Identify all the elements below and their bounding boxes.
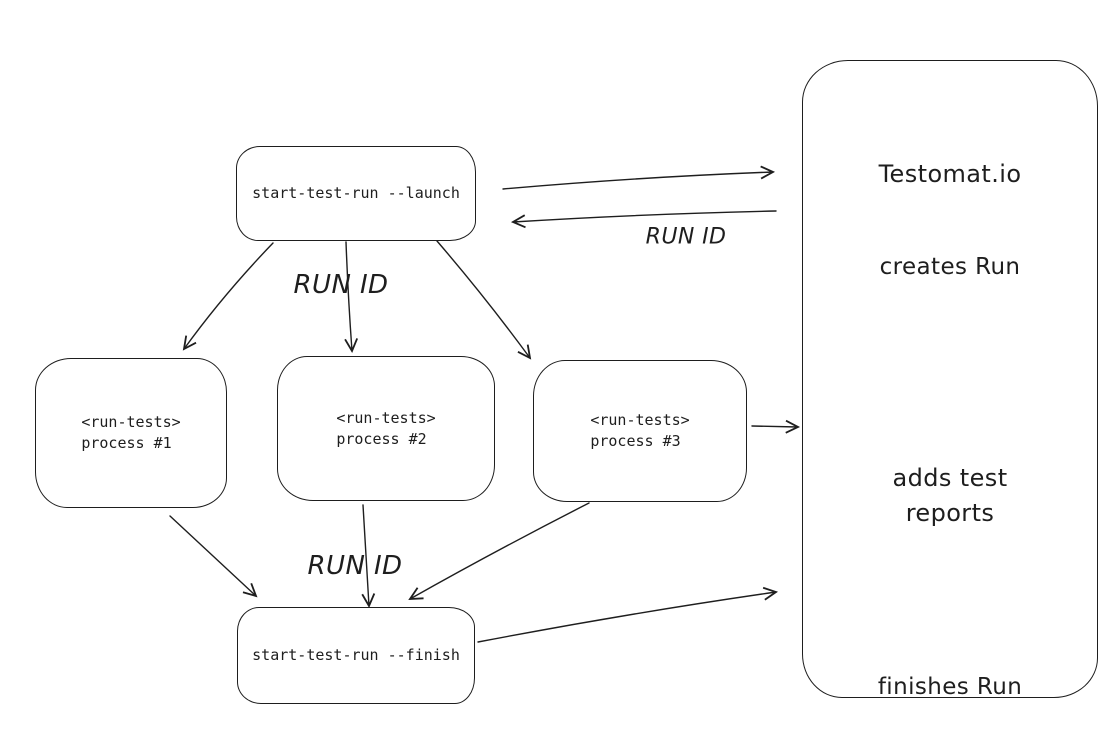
arrow-launch-to-process1 <box>182 242 274 351</box>
finish-label: start-test-run --finish <box>252 646 460 664</box>
process-2-line-1: <run-tests> <box>336 408 436 427</box>
testomat-step-creates-run: creates Run <box>879 254 1021 280</box>
arrow-launch-to-testomat <box>502 165 776 190</box>
run-id-label-fanout: RUN ID <box>293 270 389 300</box>
process-2-label: <run-tests> process #2 <box>336 408 435 450</box>
process-2-line-2: process #2 <box>336 429 427 448</box>
node-start-test-run-launch: start-test-run --launch <box>236 146 476 241</box>
arrow-finish-to-testomat <box>477 586 779 643</box>
launch-label: start-test-run --launch <box>252 184 460 202</box>
node-run-tests-process-1: <run-tests> process #1 <box>35 358 227 508</box>
process-1-label: <run-tests> process #1 <box>81 412 180 454</box>
node-testomat-io: Testomat.io creates Run adds test report… <box>802 60 1098 700</box>
node-run-tests-process-3: <run-tests> process #3 <box>533 360 747 502</box>
node-run-tests-process-2: <run-tests> process #2 <box>277 356 495 501</box>
run-id-label-fanin: RUN ID <box>307 551 403 581</box>
process-3-line-2: process #3 <box>590 432 681 450</box>
process-3-label: <run-tests> process #3 <box>590 410 689 452</box>
arrow-launch-to-process3 <box>436 240 532 360</box>
arrow-process3-to-testomat <box>751 419 801 434</box>
adds-test-line-2: reports <box>905 498 995 527</box>
arrow-testomat-to-launch <box>510 210 777 229</box>
run-id-label-return: RUN ID <box>645 224 727 250</box>
process-1-line-2: process #1 <box>81 434 172 452</box>
testomat-step-adds-test-reports: adds test reports <box>803 461 1097 531</box>
testomat-step-finishes-run: finishes Run <box>877 674 1023 700</box>
process-1-line-1: <run-tests> <box>81 413 181 431</box>
arrow-process3-to-finish <box>408 502 590 601</box>
adds-test-line-1: adds test <box>892 464 1008 492</box>
process-3-line-1: <run-tests> <box>590 411 690 429</box>
arrow-process1-to-finish <box>169 515 258 598</box>
node-start-test-run-finish: start-test-run --finish <box>237 607 475 704</box>
testomat-title: Testomat.io <box>878 160 1022 188</box>
